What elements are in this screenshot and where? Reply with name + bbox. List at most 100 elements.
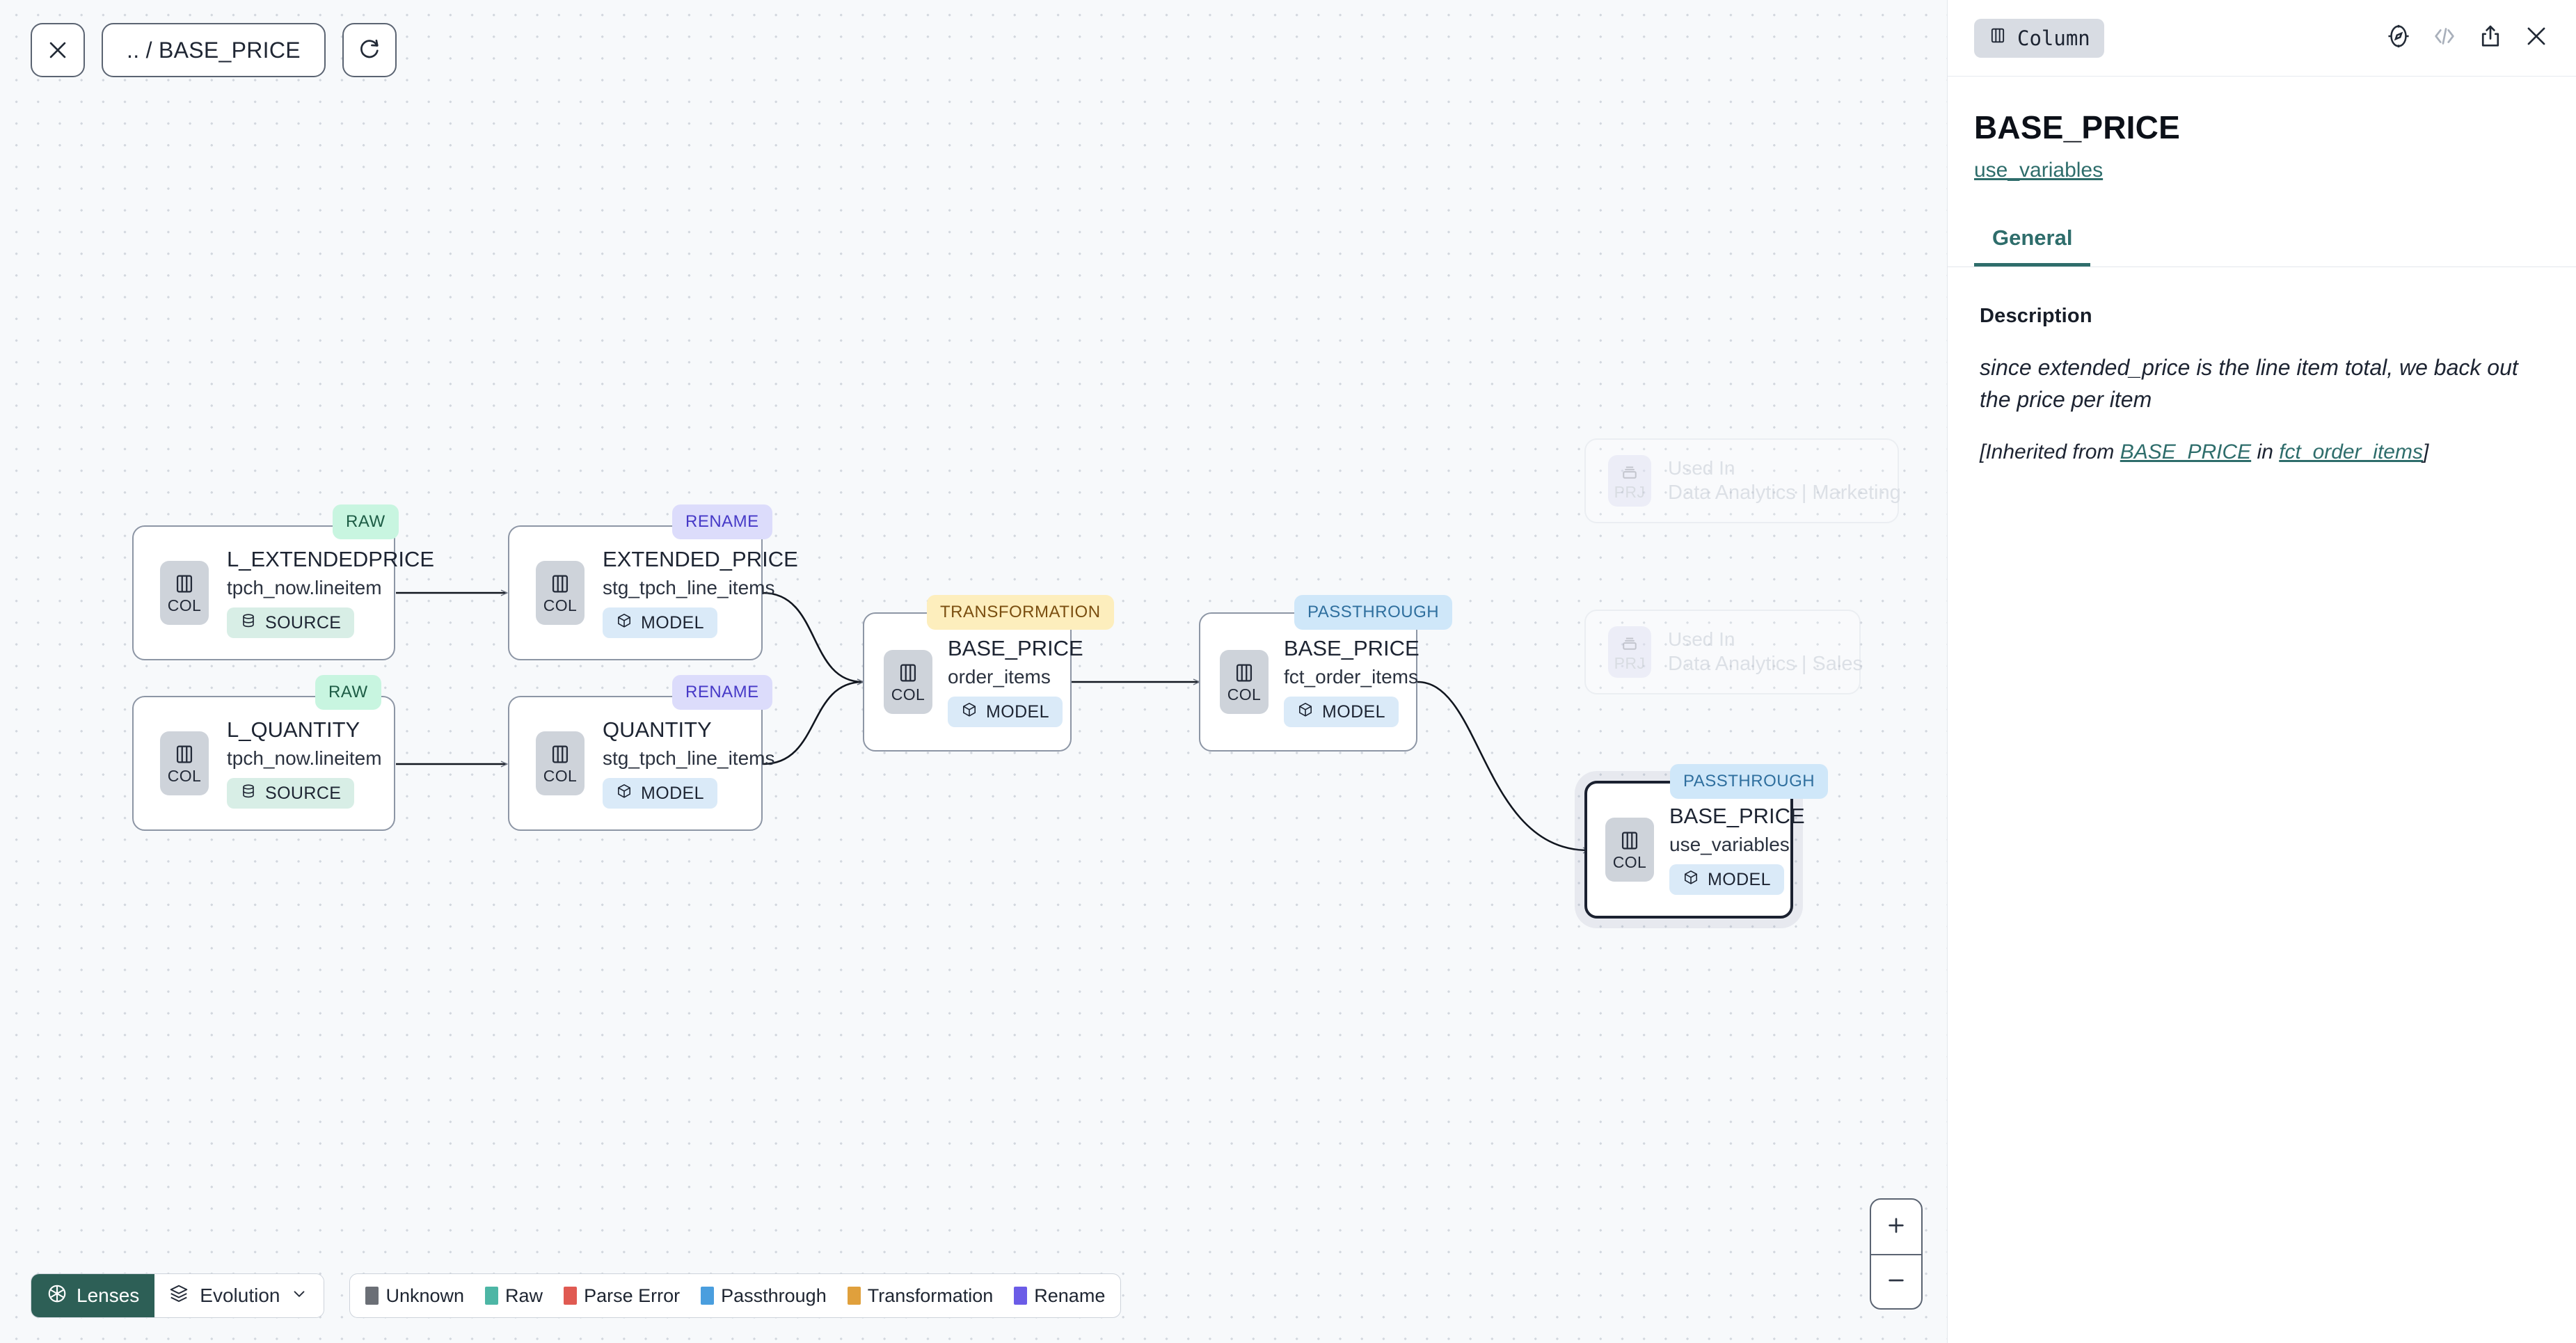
project-type-icon: PRJ xyxy=(1608,626,1651,678)
lenses-button[interactable]: Lenses xyxy=(31,1274,155,1317)
graph-node-used-in-marketing[interactable]: PRJ Used In Data Analytics | Marketing xyxy=(1584,438,1901,523)
legend-label: Parse Error xyxy=(584,1285,681,1306)
column-type-icon: COL xyxy=(884,650,932,714)
node-subtitle: stg_tpch_line_items xyxy=(603,747,775,769)
cube-icon xyxy=(616,783,633,804)
node-title: L_QUANTITY xyxy=(227,717,360,742)
entity-type-label: Column xyxy=(2017,26,2090,50)
inherited-prefix: [Inherited from xyxy=(1980,440,2120,464)
column-type-label: COL xyxy=(167,767,202,785)
inherited-column-link[interactable]: BASE_PRICE xyxy=(2120,440,2252,464)
graph-node-base-price-use-variables-selected[interactable]: COL BASE_PRICE use_variables MODEL xyxy=(1584,781,1805,919)
legend-label: Passthrough xyxy=(721,1285,827,1306)
legend-item: Rename xyxy=(1014,1285,1105,1307)
page-title: BASE_PRICE xyxy=(1974,109,2180,145)
node-title: QUANTITY xyxy=(603,717,712,742)
node-subtitle: Data Analytics | Marketing xyxy=(1668,482,1901,504)
column-type-label: COL xyxy=(1227,685,1262,704)
legend-label: Raw xyxy=(505,1285,543,1306)
node-kind-chip: MODEL xyxy=(948,697,1063,728)
legend-item: Passthrough xyxy=(701,1285,827,1307)
node-kind-label: MODEL xyxy=(641,612,704,633)
cube-icon xyxy=(1683,869,1699,891)
legend-swatch xyxy=(485,1287,499,1305)
canvas-bottom-toolbar: Lenses Evolution xyxy=(31,1273,1122,1318)
inherited-model-link[interactable]: fct_order_items xyxy=(2279,440,2423,464)
node-kind-label: MODEL xyxy=(986,701,1049,722)
entity-type-chip[interactable]: Column xyxy=(1974,18,2104,58)
node-kind-chip: MODEL xyxy=(1669,864,1784,896)
node-subtitle: tpch_now.lineitem xyxy=(227,576,382,598)
node-title: BASE_PRICE xyxy=(1669,803,1805,828)
project-type-icon: PRJ xyxy=(1608,455,1651,507)
details-panel-header: Column xyxy=(1948,0,2576,77)
column-type-icon: COL xyxy=(160,731,209,795)
node-subtitle: tpch_now.lineitem xyxy=(227,747,382,769)
column-type-icon: COL xyxy=(1605,818,1654,882)
project-type-label: PRJ xyxy=(1614,483,1646,501)
zoom-in-button[interactable] xyxy=(1871,1200,1921,1254)
lenses-label: Lenses xyxy=(77,1285,140,1306)
graph-node-extended-price[interactable]: COL EXTENDED_PRICE stg_tpch_line_items M… xyxy=(508,525,798,660)
node-kind-chip: MODEL xyxy=(603,607,717,639)
legend-swatch xyxy=(1014,1287,1028,1305)
column-type-label: COL xyxy=(1612,853,1647,871)
status-badge-passthrough: PASSTHROUGH xyxy=(1294,595,1453,630)
description-label: Description xyxy=(1980,305,2092,327)
legend-swatch xyxy=(847,1287,861,1305)
node-kind-chip: SOURCE xyxy=(227,607,355,639)
node-subtitle: Data Analytics | Sales xyxy=(1668,653,1863,676)
node-kind-label: MODEL xyxy=(1322,701,1385,722)
share-icon[interactable] xyxy=(2477,23,2504,53)
node-title: BASE_PRICE xyxy=(1284,635,1420,660)
minus-icon xyxy=(1885,1269,1907,1295)
panel-header-actions xyxy=(2385,23,2550,53)
database-icon xyxy=(240,783,257,804)
graph-node-base-price-fct-order-items[interactable]: COL BASE_PRICE fct_order_items MODEL xyxy=(1199,612,1420,752)
evolution-dropdown[interactable]: Evolution xyxy=(154,1274,324,1317)
graph-node-used-in-sales[interactable]: PRJ Used In Data Analytics | Sales xyxy=(1584,610,1863,694)
code-icon[interactable] xyxy=(2431,23,2458,53)
breadcrumb[interactable]: .. / BASE_PRICE xyxy=(102,23,326,77)
node-title: EXTENDED_PRICE xyxy=(603,546,798,571)
column-type-icon: COL xyxy=(160,561,209,625)
edge-type-legend: Unknown Raw Parse Error Passthrough Tran… xyxy=(349,1273,1122,1318)
description-section: Description since extended_price is the … xyxy=(1948,267,2576,464)
graph-node-quantity[interactable]: COL QUANTITY stg_tpch_line_items MODEL xyxy=(508,696,774,831)
lens-group: Lenses Evolution xyxy=(31,1273,325,1318)
details-panel: Column xyxy=(1947,0,2576,1343)
inherited-suffix: ] xyxy=(2422,440,2429,464)
column-type-label: COL xyxy=(167,596,202,614)
canvas-top-toolbar: .. / BASE_PRICE xyxy=(31,23,397,77)
project-type-label: PRJ xyxy=(1614,654,1646,672)
parent-model-link[interactable]: use_variables xyxy=(1974,159,2104,182)
node-kind-chip: MODEL xyxy=(1284,697,1399,728)
cube-icon xyxy=(616,612,633,634)
node-title: Used In xyxy=(1668,628,1735,651)
close-icon[interactable] xyxy=(2523,23,2550,53)
status-badge-transformation: TRANSFORMATION xyxy=(927,595,1114,630)
column-type-label: COL xyxy=(891,685,925,704)
column-type-label: COL xyxy=(543,767,578,785)
column-type-label: COL xyxy=(543,596,578,614)
evolution-label: Evolution xyxy=(200,1285,280,1306)
refresh-button[interactable] xyxy=(342,23,397,77)
node-subtitle: use_variables xyxy=(1669,833,1790,855)
graph-node-base-price-order-items[interactable]: COL BASE_PRICE order_items MODEL xyxy=(863,612,1083,752)
zoom-controls xyxy=(1870,1198,1923,1310)
legend-label: Unknown xyxy=(385,1285,465,1306)
graph-node-l-extendedprice[interactable]: COL L_EXTENDEDPRICE tpch_now.lineitem SO… xyxy=(132,525,434,660)
zoom-out-button[interactable] xyxy=(1871,1254,1921,1308)
chevron-down-icon xyxy=(290,1285,308,1308)
node-title: L_EXTENDEDPRICE xyxy=(227,546,435,571)
status-badge-raw: RAW xyxy=(333,504,399,539)
column-icon xyxy=(1988,26,2007,50)
graph-node-l-quantity[interactable]: COL L_QUANTITY tpch_now.lineitem SOURCE xyxy=(132,696,395,831)
compass-icon[interactable] xyxy=(2385,23,2412,53)
close-button[interactable] xyxy=(31,23,85,77)
node-subtitle: fct_order_items xyxy=(1284,665,1418,688)
tab-general[interactable]: General xyxy=(1974,225,2091,267)
node-title: Used In xyxy=(1668,457,1735,479)
legend-swatch xyxy=(564,1287,578,1305)
lineage-canvas[interactable]: .. / BASE_PRICE RAW COL xyxy=(0,0,1947,1343)
